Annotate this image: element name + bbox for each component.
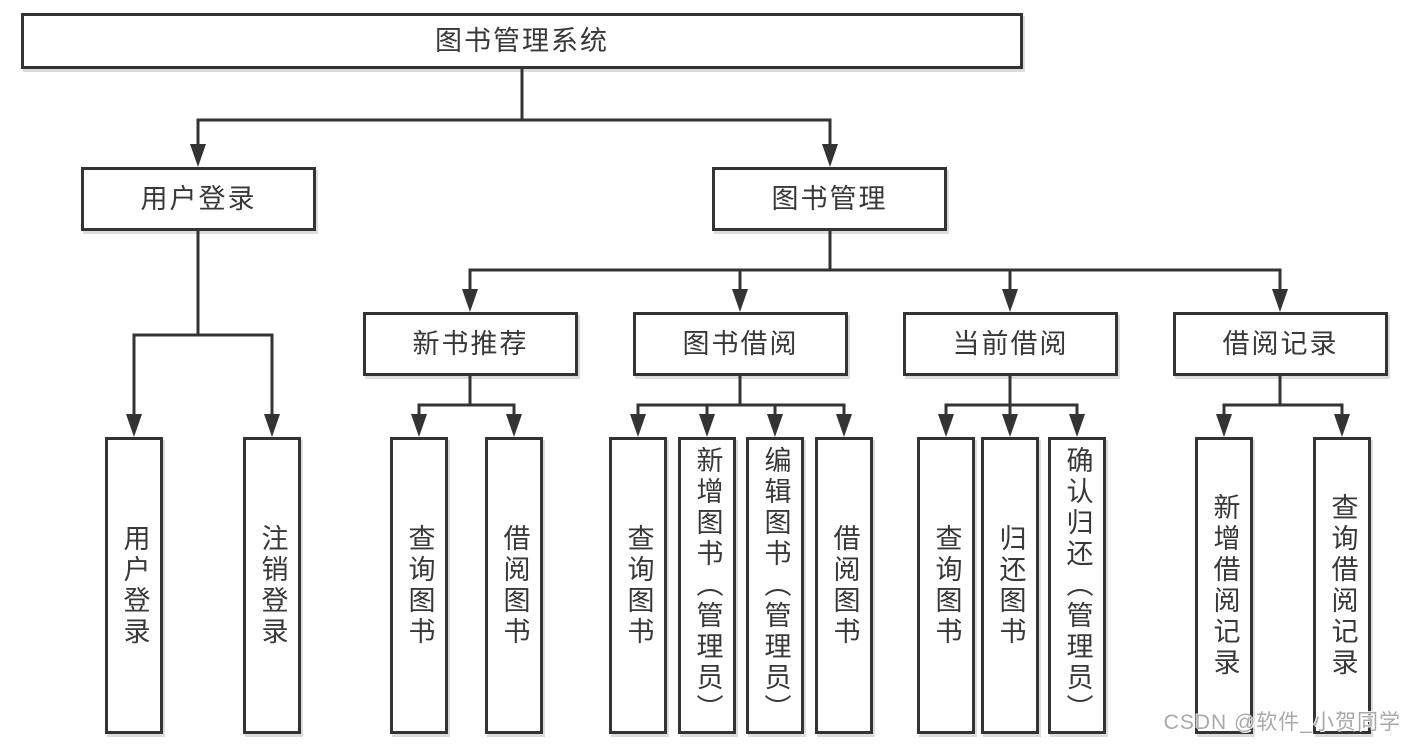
leaf-confirm-return-admin: 确认归还（管理员） — [1048, 437, 1106, 734]
node-label: 注销登录 — [257, 523, 288, 648]
leaf-query-books-2: 查询图书 — [609, 437, 667, 734]
node-label: 图书管理 — [771, 183, 888, 214]
node-label: 图书管理系统 — [435, 25, 609, 56]
node-current-borrowing: 当前借阅 — [903, 312, 1118, 376]
leaf-query-borrow-record: 查询借阅记录 — [1313, 437, 1371, 734]
node-label: 查询借阅记录 — [1327, 492, 1358, 679]
node-new-book-recommendation: 新书推荐 — [363, 312, 578, 376]
leaf-borrow-books-2: 借阅图书 — [815, 437, 873, 734]
leaf-borrow-books-1: 借阅图书 — [485, 437, 543, 734]
node-book-management-system: 图书管理系统 — [21, 13, 1023, 69]
leaf-add-book-admin: 新增图书（管理员） — [678, 437, 736, 734]
node-label: 归还图书 — [995, 523, 1026, 648]
leaf-return-book: 归还图书 — [981, 437, 1039, 734]
node-borrowing-records: 借阅记录 — [1173, 312, 1388, 376]
node-label: 确认归还（管理员） — [1062, 446, 1093, 725]
node-label: 当前借阅 — [952, 328, 1069, 359]
leaf-query-books-3: 查询图书 — [917, 437, 975, 734]
csdn-watermark: CSDN @软件_小贺同学 — [1163, 711, 1401, 734]
leaf-query-books-1: 查询图书 — [390, 437, 448, 734]
node-label: 新书推荐 — [412, 328, 529, 359]
node-label: 查询图书 — [404, 523, 435, 648]
node-label: 图书借阅 — [682, 328, 799, 359]
node-label: 新增图书（管理员） — [692, 446, 723, 725]
node-book-borrowing: 图书借阅 — [633, 312, 848, 376]
leaf-add-borrow-record: 新增借阅记录 — [1195, 437, 1253, 734]
node-label: 用户登录 — [140, 183, 257, 214]
leaf-logout: 注销登录 — [243, 437, 301, 734]
node-label: 查询图书 — [931, 523, 962, 648]
node-label: 新增借阅记录 — [1209, 492, 1240, 679]
leaf-edit-book-admin: 编辑图书（管理员） — [746, 437, 804, 734]
leaf-user-login: 用户登录 — [105, 437, 163, 734]
node-label: 用户登录 — [119, 523, 150, 648]
node-label: 查询图书 — [623, 523, 654, 648]
node-book-management: 图书管理 — [712, 167, 947, 231]
node-label: 借阅记录 — [1222, 328, 1339, 359]
node-label: 借阅图书 — [499, 523, 530, 648]
node-label: 借阅图书 — [829, 523, 860, 648]
node-user-login: 用户登录 — [81, 167, 316, 231]
node-label: 编辑图书（管理员） — [760, 446, 791, 725]
